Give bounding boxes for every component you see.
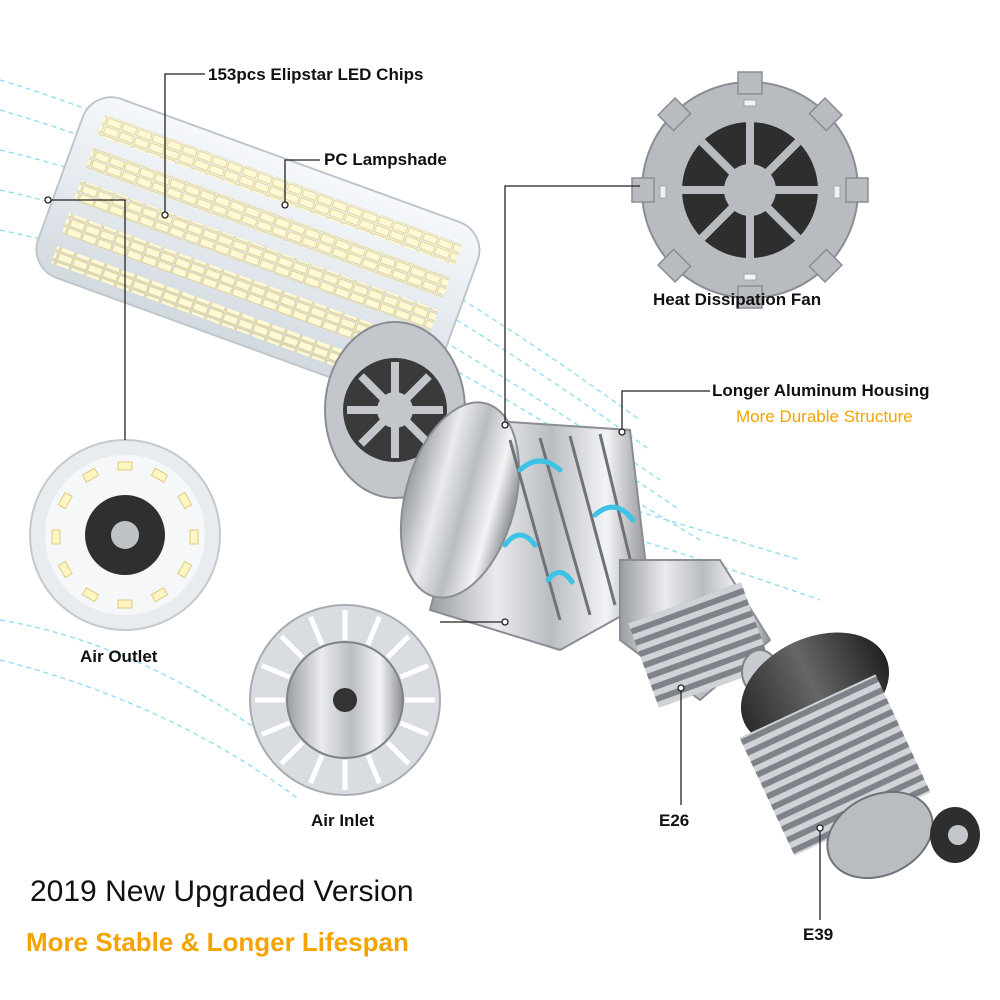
air-outlet-inset bbox=[29, 439, 221, 631]
label-e39: E39 bbox=[803, 925, 834, 944]
aluminum-housing bbox=[399, 401, 652, 652]
e26-base bbox=[619, 559, 779, 708]
headline-title: 2019 New Upgraded Version bbox=[30, 875, 414, 908]
air-inlet-inset bbox=[249, 604, 441, 796]
leader-lines bbox=[44, 73, 824, 920]
heat-dissipation-fan-disc bbox=[631, 71, 869, 309]
label-aluminum-housing: Longer Aluminum Housing bbox=[712, 381, 930, 400]
label-e26: E26 bbox=[659, 811, 690, 830]
e39-adapter bbox=[739, 632, 980, 880]
label-durable-structure: More Durable Structure bbox=[736, 407, 913, 426]
label-led-chips: 153pcs Elipstar LED Chips bbox=[208, 65, 424, 84]
label-pc-lampshade: PC Lampshade bbox=[324, 150, 447, 169]
label-air-outlet: Air Outlet bbox=[80, 647, 158, 666]
corn-bulb-body bbox=[35, 96, 481, 404]
label-heat-dissipation-fan: Heat Dissipation Fan bbox=[653, 290, 822, 309]
label-air-inlet: Air Inlet bbox=[311, 811, 375, 830]
headline-subtitle: More Stable & Longer Lifespan bbox=[26, 927, 409, 957]
